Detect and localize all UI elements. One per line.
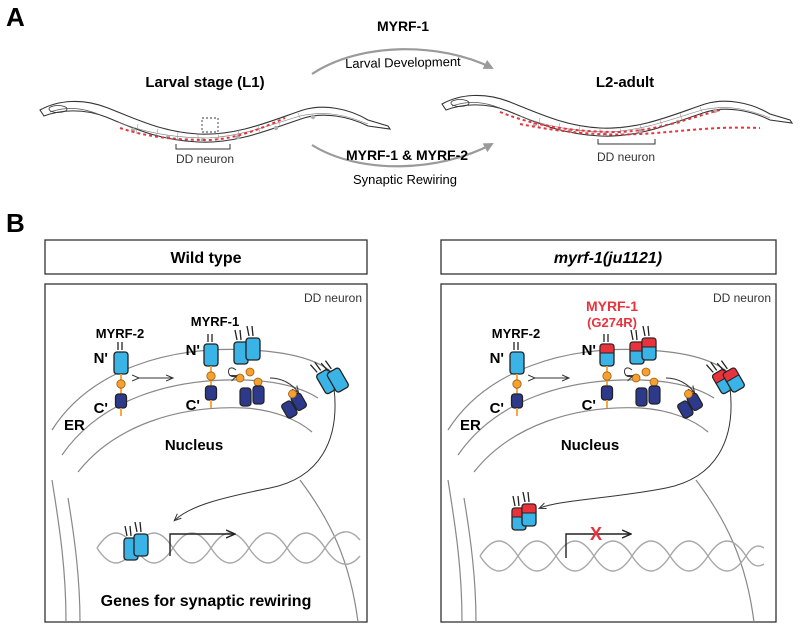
- adult-worm: DD neuron: [441, 94, 793, 164]
- dd-neuron-label-right: DD neuron: [597, 150, 655, 164]
- wild-type-cterm-trimer: [281, 389, 308, 419]
- l1-worm: DD neuron: [39, 100, 391, 166]
- mutant-dd-neuron: DD neuron: [713, 291, 771, 305]
- wild-type-myrf2-nterm: N': [94, 350, 108, 367]
- mutant-nucleus-envelope: [473, 407, 709, 473]
- bottom-arrow-process: Synaptic Rewiring: [353, 172, 457, 187]
- mutant-myrf2-cterm: C': [490, 400, 504, 417]
- dd-neuron-bracket-right: [597, 139, 656, 145]
- mutant-dna: [479, 540, 765, 572]
- mutant-nucleus-label: Nucleus: [561, 437, 619, 454]
- wild-type-import-arrow: [175, 387, 336, 520]
- mutant-myrf1-label: MYRF-1: [586, 298, 638, 314]
- synaptic-rewiring-arrow: MYRF-1 & MYRF-2 Synaptic Rewiring: [311, 143, 494, 187]
- wild-type-myrf1-cterm: C': [186, 397, 200, 414]
- larval-development-arrow: MYRF-1 Larval Development: [311, 18, 494, 75]
- mutant-cterm-trimer: [677, 389, 704, 419]
- bottom-arrow-factor: MYRF-1 & MYRF-2: [346, 147, 468, 163]
- wild-type-genes-label: Genes for synaptic rewiring: [101, 593, 312, 610]
- dd-neuron-box: [201, 117, 219, 133]
- mutant-myrf2-label: MYRF-2: [492, 326, 540, 341]
- mutant-trimer-cluster: [624, 325, 661, 407]
- mutant-title: myrf-1(ju1121): [554, 250, 662, 267]
- wild-type-transcription-arrow: [169, 534, 234, 556]
- wild-type-myrf1-label: MYRF-1: [191, 314, 239, 329]
- wild-type-er-outer: [51, 348, 336, 431]
- wild-type-trimer-cluster: [228, 325, 265, 407]
- top-arrow-factor: MYRF-1: [377, 18, 429, 34]
- wild-type-nucleus-label: Nucleus: [165, 437, 223, 454]
- panel-b-letter: B: [6, 208, 25, 238]
- panel-a-letter: A: [6, 2, 25, 32]
- mutant-transcription-arrow: [565, 534, 630, 558]
- mutant-title-box: [440, 239, 777, 275]
- mutant-g274r-label: (G274R): [587, 315, 637, 330]
- wild-type-title: Wild type: [171, 250, 242, 267]
- mutant-panel: myrf-1(ju1121) DD neuron ER Nucleus MYRF…: [440, 239, 777, 623]
- adult-stage-label: L2-adult: [596, 74, 654, 91]
- larval-stage-label: Larval stage (L1): [145, 74, 264, 91]
- mutant-blocked-x: X: [590, 524, 602, 544]
- mutant-myrf1-protein: [599, 333, 615, 409]
- mutant-myrf1-nterm: N': [582, 342, 596, 359]
- mutant-myrf1-cterm: C': [582, 397, 596, 414]
- dd-neuron-label-left: DD neuron: [176, 152, 234, 166]
- mutant-import-arrow: [540, 387, 732, 508]
- top-arrow-process: Larval Development: [345, 54, 461, 71]
- mutant-er-outer: [447, 348, 732, 431]
- mutant-er-label: ER: [460, 417, 481, 434]
- wild-type-myrf2-label: MYRF-2: [96, 326, 144, 341]
- wild-type-dd-neuron: DD neuron: [304, 291, 362, 305]
- dd-neuron-bracket-left: [175, 144, 231, 150]
- wild-type-cell-box: [44, 283, 368, 623]
- wild-type-panel: Wild type DD neuron ER Nucleus MYRF-2 N'…: [44, 239, 368, 623]
- wild-type-er-label: ER: [64, 417, 85, 434]
- wild-type-myrf1-nterm: N': [186, 342, 200, 359]
- wild-type-title-box: [44, 239, 368, 275]
- wild-type-nucleus-envelope: [77, 407, 313, 473]
- wild-type-myrf2-cterm: C': [94, 400, 108, 417]
- mutant-myrf2-nterm: N': [490, 350, 504, 367]
